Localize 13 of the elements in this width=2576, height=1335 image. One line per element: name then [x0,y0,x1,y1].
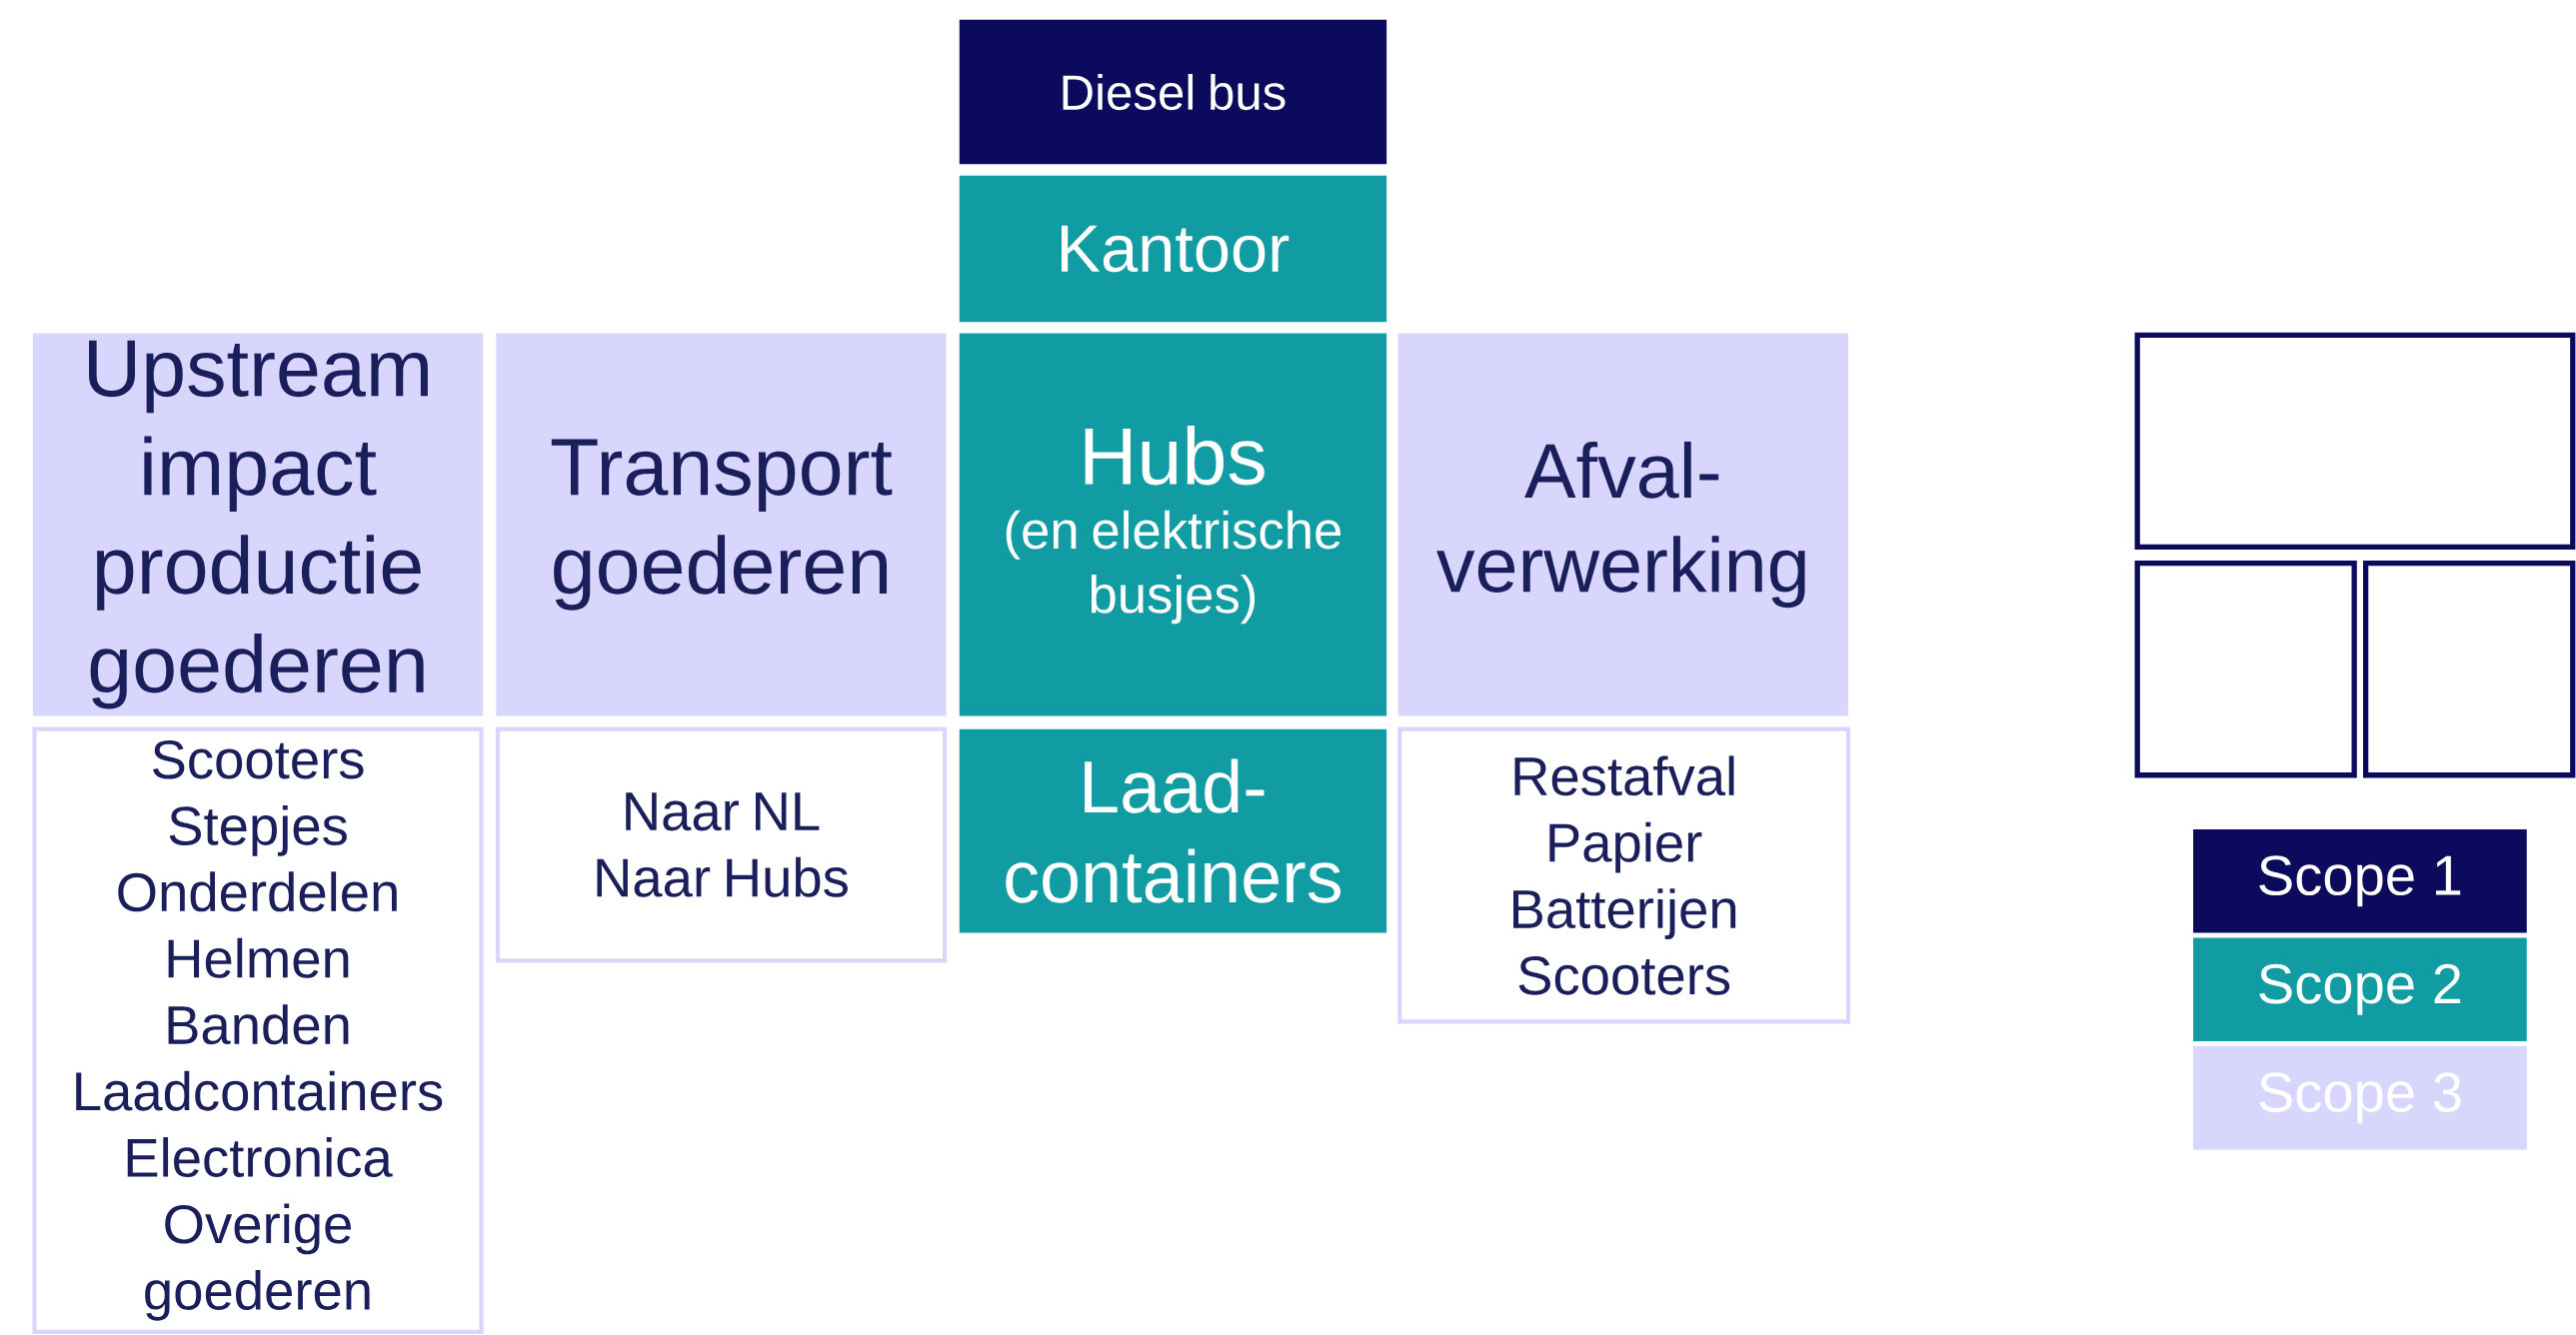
scope-box: Diesel bus [959,19,1387,165]
outline-box [2134,561,2357,778]
list-box: Naar NL Naar Hubs [495,726,948,963]
category-box: Afval- verwerking [1397,333,1848,716]
category-box: Transport goederen [496,333,947,716]
scope-box: Kantoor [959,175,1387,323]
category-box: Upstream impact productie goederen [32,333,484,716]
list-box: Restafval Papier Batterijen Scooters [1397,726,1851,1024]
category-box: Laad- containers [959,728,1387,933]
outline-box [2363,561,2576,778]
outline-box [2134,332,2576,550]
list-box: Scooters Stepjes Onderdelen Helmen Banden Laadcontainers Electronica Overige goederen [32,726,484,1334]
category-box: Hubs (en elektrische busjes) [959,333,1387,716]
